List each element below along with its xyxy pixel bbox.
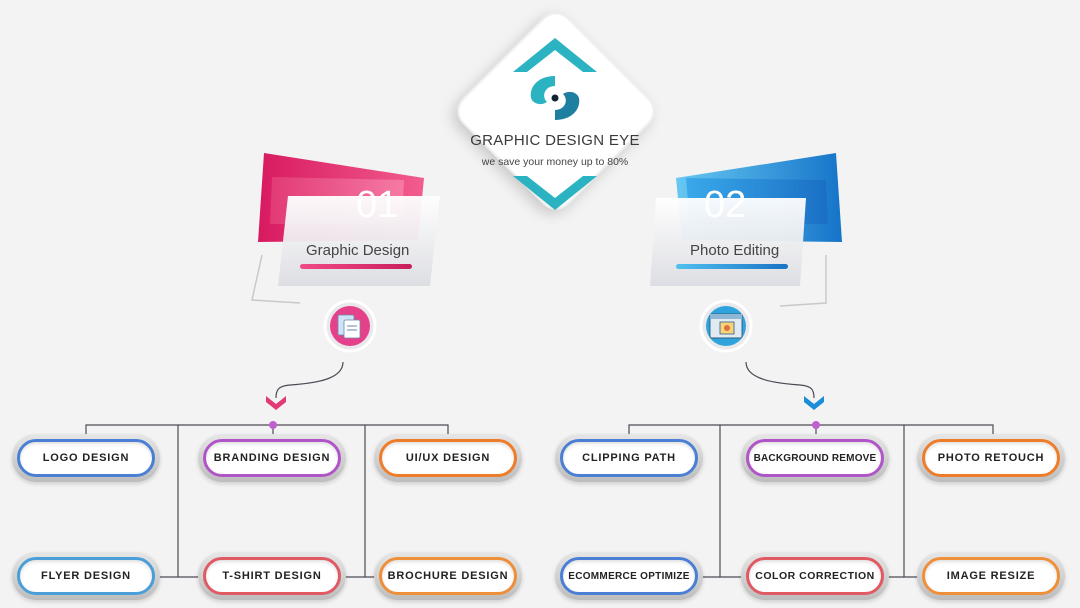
category-label-graphic-design: Graphic Design [306, 242, 410, 259]
service-pill[interactable]: ECOMMERCE OPTIMIZE [555, 552, 703, 600]
eye-logo-icon [530, 76, 580, 120]
service-pill[interactable]: CLIPPING PATH [555, 434, 703, 482]
category-card-graphic-design [251, 153, 440, 304]
chevron-down-icon [266, 396, 286, 410]
service-pill[interactable]: COLOR CORRECTION [741, 552, 889, 600]
pill-ring [379, 439, 517, 477]
category-card-photo-editing [650, 153, 842, 307]
service-pill[interactable]: IMAGE RESIZE [917, 552, 1065, 600]
photo-editor-icon [699, 299, 753, 353]
category-label-photo-editing: Photo Editing [690, 242, 780, 259]
service-pill[interactable]: FLYER DESIGN [12, 552, 160, 600]
brand-logo-card: GRAPHIC DESIGN EYE we save your money up… [449, 4, 663, 238]
service-pill[interactable]: BROCHURE DESIGN [374, 552, 522, 600]
category-number-01: 01 [356, 184, 399, 226]
pill-ring [922, 439, 1060, 477]
pill-ring [560, 439, 698, 477]
service-pill[interactable]: BACKGROUND REMOVE [741, 434, 889, 482]
pill-ring [17, 439, 155, 477]
logo-mark [513, 38, 597, 210]
service-pill[interactable]: T-SHIRT DESIGN [198, 552, 346, 600]
service-pill[interactable]: LOGO DESIGN [12, 434, 160, 482]
pill-ring [203, 557, 341, 595]
service-pill[interactable]: UI/UX DESIGN [374, 434, 522, 482]
service-pill[interactable]: PHOTO RETOUCH [917, 434, 1065, 482]
chevron-down-icon [804, 396, 824, 410]
brand-name: GRAPHIC DESIGN EYE [470, 132, 640, 149]
pill-ring [17, 557, 155, 595]
design-document-icon [323, 299, 377, 353]
pill-ring [379, 557, 517, 595]
service-pill[interactable]: BRANDING DESIGN [198, 434, 346, 482]
category-number-02: 02 [704, 184, 747, 226]
junction-dot [269, 421, 277, 429]
junction-dot [812, 421, 820, 429]
brand-tagline: we save your money up to 80% [481, 156, 629, 168]
pill-ring [746, 439, 884, 477]
pill-ring [922, 557, 1060, 595]
pill-ring [203, 439, 341, 477]
pill-ring [746, 557, 884, 595]
pill-ring [560, 557, 698, 595]
